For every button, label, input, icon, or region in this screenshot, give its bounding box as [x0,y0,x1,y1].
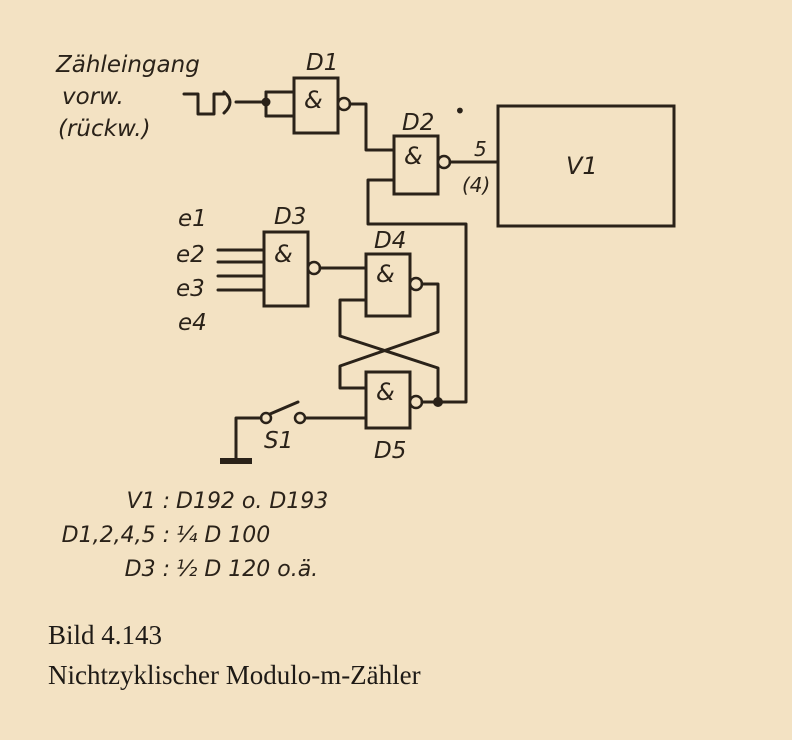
parts-value-1: D192 o. D193 [176,489,328,514]
counter-v1-label: V1 [566,152,598,180]
ink-mark: • [454,99,466,123]
switch-s1: S1 [220,400,368,464]
gate-d2: D2 • & [392,99,466,196]
flipflop-cross-wiring [338,282,443,407]
figure-number: Bild 4.143 [48,620,163,650]
gate-d4-inverter-bubble [408,276,424,292]
gate-d4-symbol: & [376,260,395,288]
pin-number-alt: (4) [462,173,490,197]
counter-v1: V1 [496,104,676,228]
pin-number: 5 [474,137,487,161]
input-label-line2: vorw. [62,84,124,110]
gate-d4-label: D4 [374,228,406,254]
gate-d1-inverter-bubble [336,96,352,112]
input-label-line1: Zähleingang [55,52,200,78]
wire-feedback-d5-to-d2 [366,178,468,404]
input-e4-label: e4 [178,310,207,336]
gate-d2-inverter-bubble [436,154,452,170]
gate-d4: D4 & [364,228,424,318]
parts-ref-2: D1,2,4,5 : [62,523,170,548]
switch-contact-right [293,411,307,425]
input-e2-label: e2 [176,242,205,268]
gate-d1: D1 & [261,50,352,135]
gate-d5-symbol: & [376,378,395,406]
input-label-line3: (rückw.) [58,116,151,142]
parts-ref-3: D3 : [125,557,170,582]
figure-title: Nichtzyklischer Modulo-m-Zähler [48,660,421,690]
gate-d3-symbol: & [274,240,293,268]
parts-list: V1 : D192 o. D193 D1,2,4,5 : ¼ D 100 D3 … [62,489,329,582]
gate-d3: D3 & [216,204,322,308]
gate-d2-symbol: & [404,142,423,170]
parts-ref-1: V1 : [127,489,170,514]
input-e1-label: e1 [178,206,207,232]
gate-d5-inverter-bubble [408,394,424,410]
gate-d1-label: D1 [306,50,338,76]
gate-d5-label: D5 [374,438,406,464]
gate-d3-input-labels: e1 e2 e3 e4 [176,206,207,336]
gate-d3-inverter-bubble [306,260,322,276]
input-e3-label: e3 [176,276,205,302]
gate-d1-symbol: & [304,86,323,114]
gate-d1-input-junction [261,97,271,107]
counter-v1-body [496,104,676,228]
parts-value-2: ¼ D 100 [176,523,270,548]
ground-symbol [220,458,252,464]
parts-value-3: ½ D 120 o.ä. [176,557,318,582]
gate-d3-label: D3 [274,204,306,230]
switch-s1-label: S1 [264,428,293,454]
input-pulse-waveform [182,90,268,116]
wire-d1-to-d2 [348,102,396,152]
gate-d2-label: D2 [402,110,434,136]
output-junction [433,397,443,407]
counter-input-label: Zähleingang vorw. (rückw.) [55,52,200,142]
switch-lever [268,400,300,416]
gate-d5: & D5 [364,370,424,464]
